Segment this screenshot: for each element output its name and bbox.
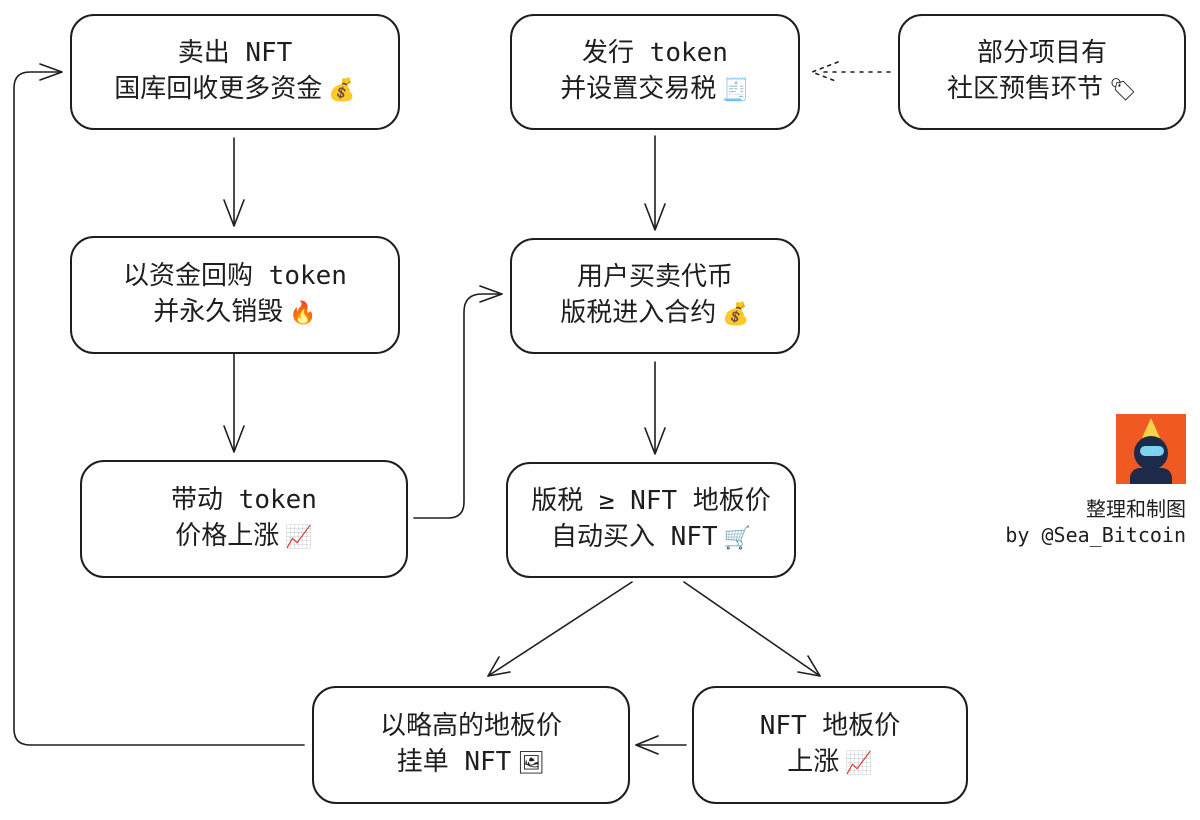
node-price-up: 带动 token 价格上涨📈 xyxy=(80,460,408,578)
node-list-nft-line2: 挂单 NFT xyxy=(396,747,512,777)
node-auto-buy: 版税 ≥ NFT 地板价 自动买入 NFT🛒 xyxy=(506,462,796,578)
arrowhead-floorup-to-list xyxy=(635,735,659,755)
arrow-priceup-to-trade xyxy=(413,293,503,519)
node-user-trade: 用户买卖代币 版税进入合约💰 xyxy=(510,238,800,354)
node-issue-token: 发行 token 并设置交易税🧾 xyxy=(510,14,800,130)
node-list-nft: 以略高的地板价 挂单 NFT🖼 xyxy=(312,686,630,804)
arrowhead-buyback-to-priceup xyxy=(223,425,245,453)
node-issue-token-line2: 并设置交易税 xyxy=(560,74,717,104)
node-list-nft-line1: 以略高的地板价 xyxy=(379,711,562,741)
fire-icon: 🔥 xyxy=(289,301,317,326)
node-sell-nft: 卖出 NFT 国库回收更多资金💰 xyxy=(70,14,400,130)
arrowhead-sell-to-buyback xyxy=(223,199,245,227)
arrowhead-autobuy-to-list xyxy=(487,656,511,677)
credit-line2: by @Sea_Bitcoin xyxy=(1005,523,1186,547)
node-user-trade-line2: 版税进入合约 xyxy=(560,298,717,328)
chart-up-icon: 📈 xyxy=(285,525,313,550)
node-sell-nft-line1: 卖出 NFT xyxy=(177,38,293,68)
node-presale-line2: 社区预售环节 xyxy=(947,74,1104,104)
author-credit: 整理和制图 by @Sea_Bitcoin xyxy=(1005,414,1186,548)
node-price-up-line2: 价格上涨 xyxy=(175,521,280,551)
node-buyback: 以资金回购 token 并永久销毁🔥 xyxy=(70,236,400,354)
arrow-list-to-sell xyxy=(13,71,305,746)
framed-picture-icon: 🖼 xyxy=(517,751,546,776)
arrow-autobuy-to-list xyxy=(487,581,633,677)
node-presale-line1: 部分项目有 xyxy=(976,38,1107,68)
label-tag-icon: 🏷 xyxy=(1109,78,1137,103)
node-price-up-line1: 带动 token xyxy=(171,485,317,515)
credit-line1: 整理和制图 xyxy=(1086,497,1186,521)
arrowhead-presale-to-issue xyxy=(811,61,839,83)
ninja-avatar-icon xyxy=(1116,414,1186,484)
node-floor-up-line1: NFT 地板价 xyxy=(759,711,901,741)
node-buyback-line1: 以资金回购 token xyxy=(123,261,347,291)
receipt-icon: 🧾 xyxy=(722,78,750,103)
arrowhead-priceup-to-trade xyxy=(479,285,503,303)
arrowhead-issue-to-trade xyxy=(644,203,666,231)
arrowhead-list-to-sell xyxy=(39,63,63,81)
shopping-cart-icon: 🛒 xyxy=(723,526,752,551)
node-user-trade-line1: 用户买卖代币 xyxy=(576,262,733,292)
arrowhead-trade-to-autobuy xyxy=(644,427,666,455)
node-auto-buy-line2: 自动买入 NFT xyxy=(550,522,718,552)
node-buyback-line2: 并永久销毁 xyxy=(153,297,284,327)
chart-up-icon: 📈 xyxy=(845,751,873,776)
arrow-autobuy-to-floorup xyxy=(683,581,821,677)
node-auto-buy-line1: 版税 ≥ NFT 地板价 xyxy=(531,486,771,516)
node-issue-token-line1: 发行 token xyxy=(582,38,728,68)
node-sell-nft-line2: 国库回收更多资金 xyxy=(114,74,323,104)
arrowhead-autobuy-to-floorup xyxy=(797,655,821,677)
money-bag-icon: 💰 xyxy=(722,302,750,327)
node-floor-up: NFT 地板价 上涨📈 xyxy=(692,686,968,804)
node-floor-up-line2: 上涨 xyxy=(787,747,840,777)
node-presale: 部分项目有 社区预售环节🏷 xyxy=(898,14,1186,130)
money-bag-icon: 💰 xyxy=(328,78,356,103)
